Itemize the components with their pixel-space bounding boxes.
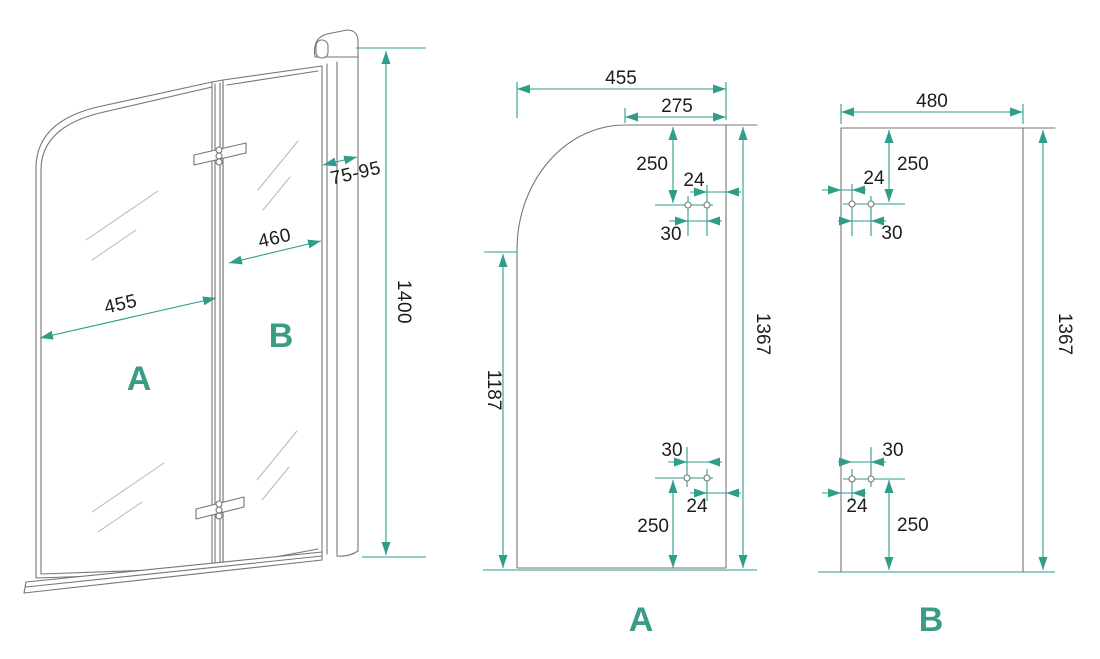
- panel-b-detail-drawing: 480 250 24 30: [818, 91, 1075, 639]
- panel-a-outline: [516, 124, 727, 569]
- panel-a-dimensions: 455 275 250 24 30: [483, 68, 773, 571]
- mounting-hole: [867, 475, 875, 483]
- dim-value-hole-edge-bottom: 24: [846, 496, 868, 517]
- hinge-knuckle: [215, 506, 223, 514]
- dim-value-hole-bottom-offset: 250: [637, 516, 669, 537]
- dim-value-top-straight: 275: [661, 96, 693, 117]
- dim-value-hole-spacing-top: 30: [660, 224, 681, 245]
- dim-value-full-height: 1367: [752, 313, 773, 355]
- glass-reflections: [85, 140, 299, 533]
- dim-value-hole-edge-top: 24: [683, 170, 705, 191]
- mounting-hole: [703, 474, 711, 482]
- dim-value-hole-top-offset: 250: [636, 154, 668, 175]
- bottom-rail: [23, 551, 323, 594]
- dim-value-hole-spacing-top: 30: [881, 223, 902, 244]
- dim-value-hole-spacing-bottom: 30: [661, 440, 682, 461]
- dim-value-hole-bottom-offset: 250: [897, 515, 929, 536]
- panel-b-dimensions: 480 250 24 30: [818, 91, 1075, 573]
- dim-line-panel-b-width: [228, 239, 322, 265]
- hinge-top: [193, 142, 247, 166]
- mounting-hole: [867, 200, 875, 208]
- dim-value-width: 455: [605, 68, 637, 89]
- overview-panel-b-label: B: [269, 317, 294, 355]
- dim-line-panel-a-width: [39, 296, 217, 340]
- overview-panel-a-glass: [35, 81, 213, 579]
- dim-line-wall-profile: [322, 155, 358, 167]
- wall-profile-cap-roller: [315, 39, 329, 59]
- mounting-hole: [848, 475, 856, 483]
- dim-value-hole-edge-top: 24: [863, 168, 885, 189]
- dim-value-width: 480: [916, 91, 948, 112]
- mounting-hole: [683, 474, 691, 482]
- hinge-knuckle: [215, 158, 223, 166]
- overview-drawing: 455 460 75-95 1400 A B: [23, 29, 426, 594]
- hinge-knuckle: [215, 512, 223, 520]
- overview-panel-a-inner-frame: [40, 86, 213, 575]
- wall-profile: [313, 29, 359, 557]
- mounting-hole: [684, 201, 692, 209]
- dim-value-total-height: 1400: [393, 280, 414, 324]
- dim-value-full-height: 1367: [1054, 313, 1075, 355]
- panel-a-detail-label: A: [629, 601, 654, 639]
- dim-value-hole-edge-bottom: 24: [686, 496, 708, 517]
- hinge-knuckle: [215, 152, 223, 160]
- dim-value-hole-spacing-bottom: 30: [882, 440, 903, 461]
- hinge-knuckle: [215, 500, 223, 508]
- hinge-knuckle: [215, 146, 223, 154]
- mounting-hole: [848, 200, 856, 208]
- overview-panel-a-label: A: [127, 360, 152, 398]
- hinge-bottom: [195, 496, 245, 520]
- panel-b-detail-label: B: [919, 601, 944, 639]
- mounting-hole: [703, 201, 711, 209]
- dim-value-straight-edge-height: 1187: [483, 370, 504, 411]
- dim-value-hole-top-offset: 250: [897, 154, 929, 175]
- panel-a-detail-drawing: 455 275 250 24 30: [483, 68, 773, 639]
- overview-panel-b-inner-frame: [226, 70, 319, 86]
- panel-b-outline: [840, 127, 1024, 573]
